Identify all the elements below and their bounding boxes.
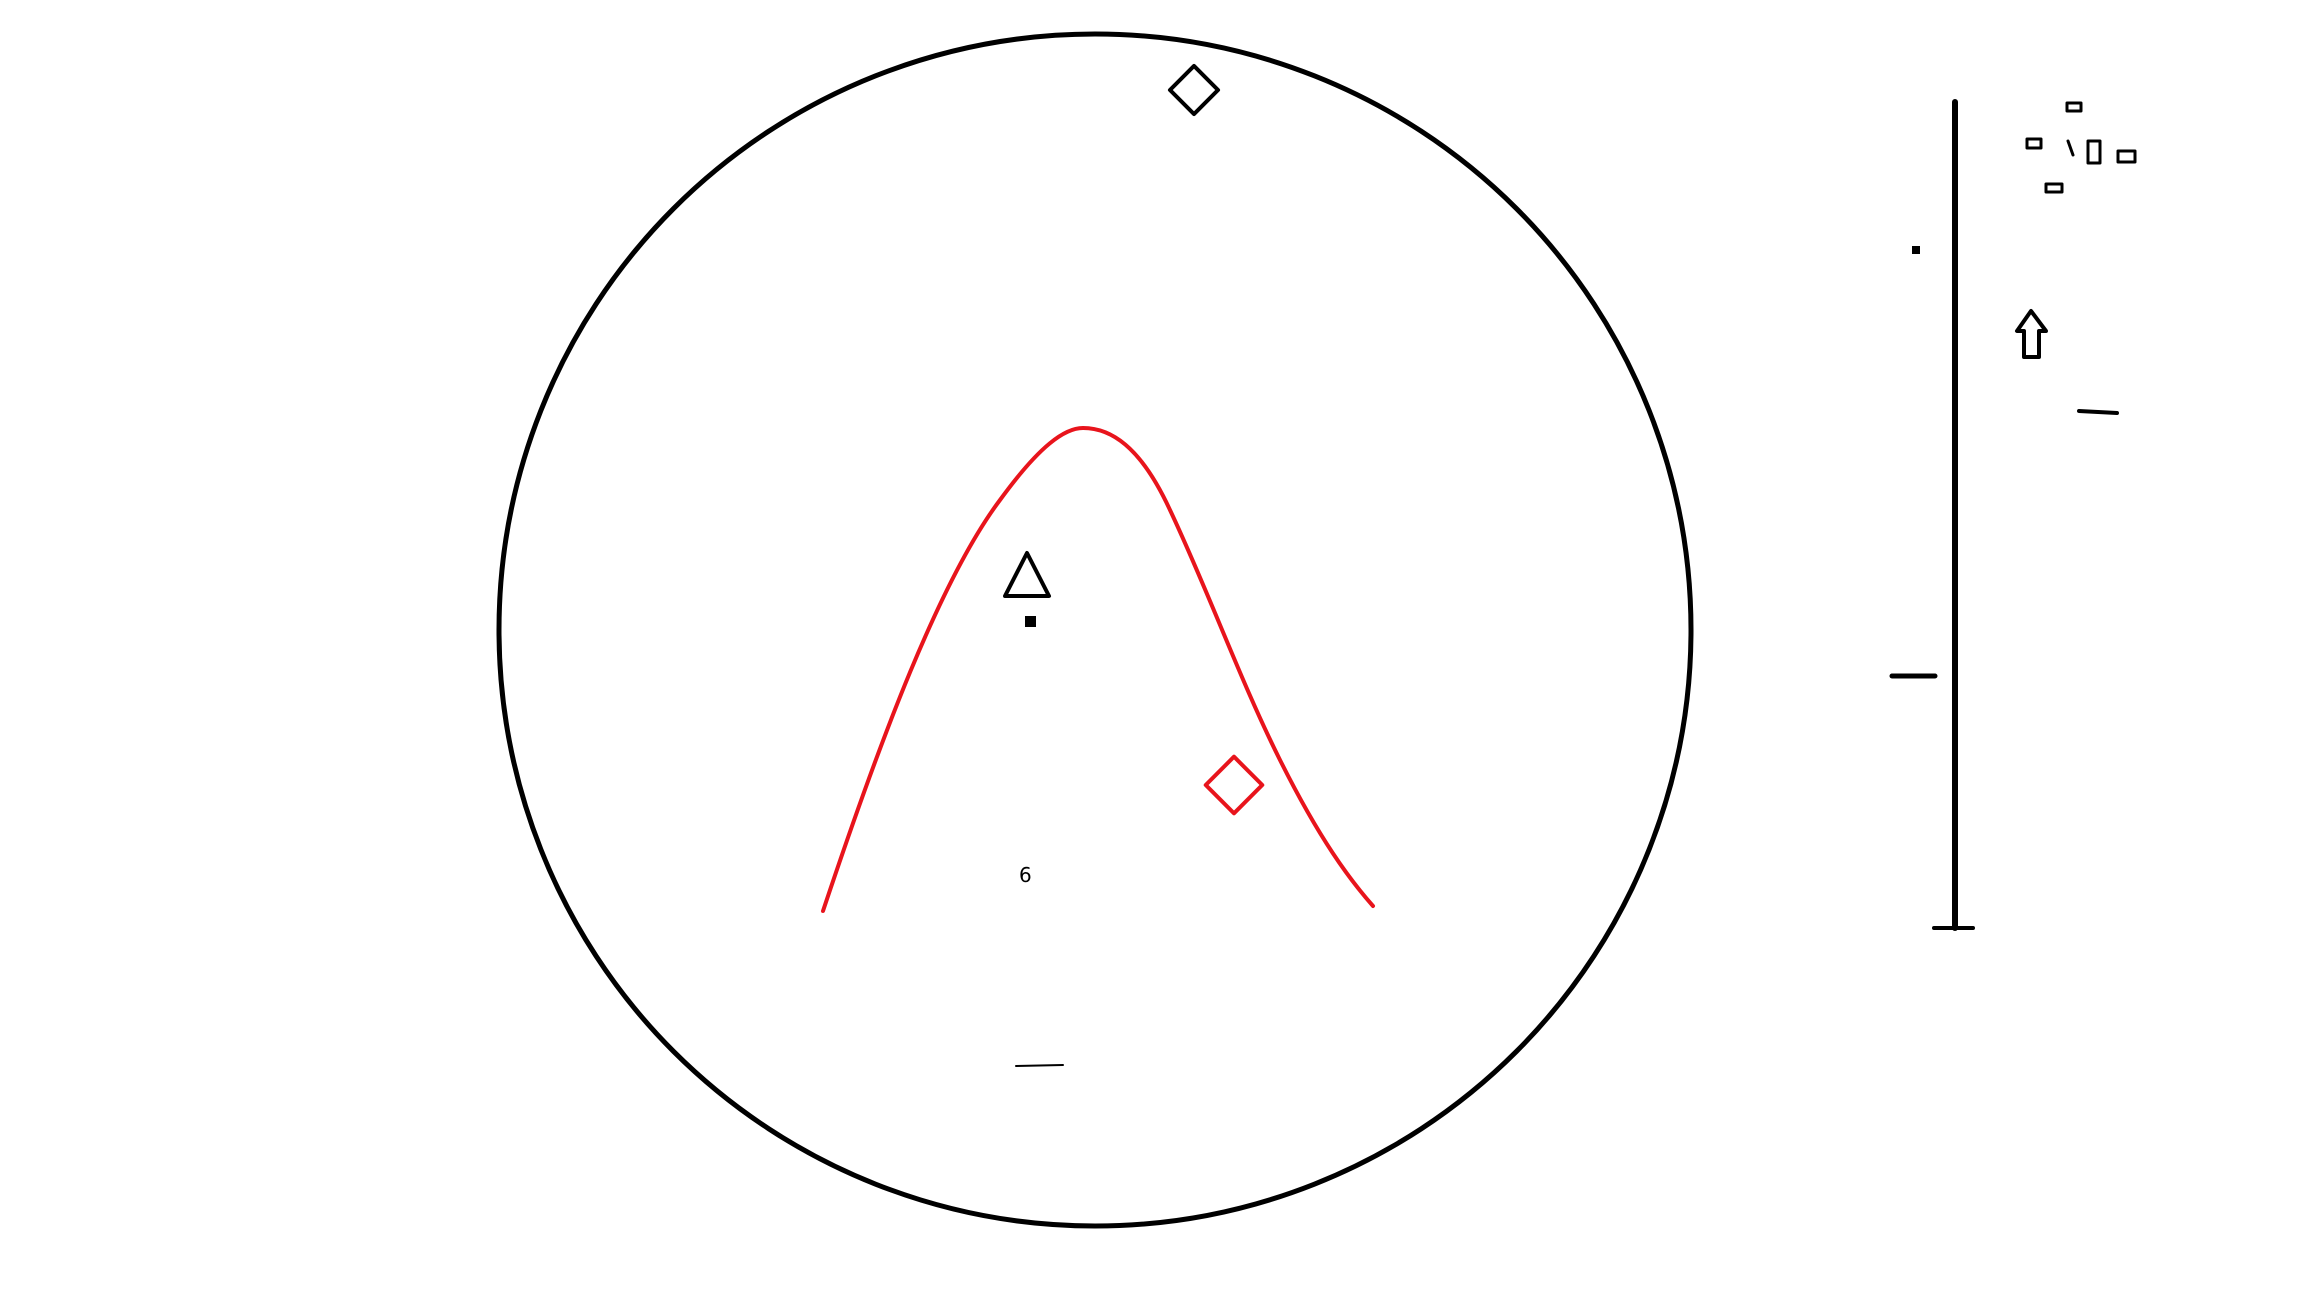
- diamond-red-icon: [1203, 754, 1265, 816]
- bell-curve: [821, 426, 1375, 913]
- dash-bottom: [1015, 1064, 1064, 1067]
- triangle-icon: [1003, 551, 1051, 598]
- dot-icon: [1912, 246, 1920, 254]
- diamond-top-icon: [1167, 63, 1221, 117]
- handwritten-mark: 6: [1019, 863, 1032, 887]
- outer-circle: [496, 31, 1694, 1229]
- small-rectangles-cluster-icon: [2025, 101, 2137, 194]
- dash-icon: [2077, 409, 2119, 415]
- small-square-dot: [1025, 616, 1036, 627]
- up-arrow-icon: [2015, 309, 2048, 359]
